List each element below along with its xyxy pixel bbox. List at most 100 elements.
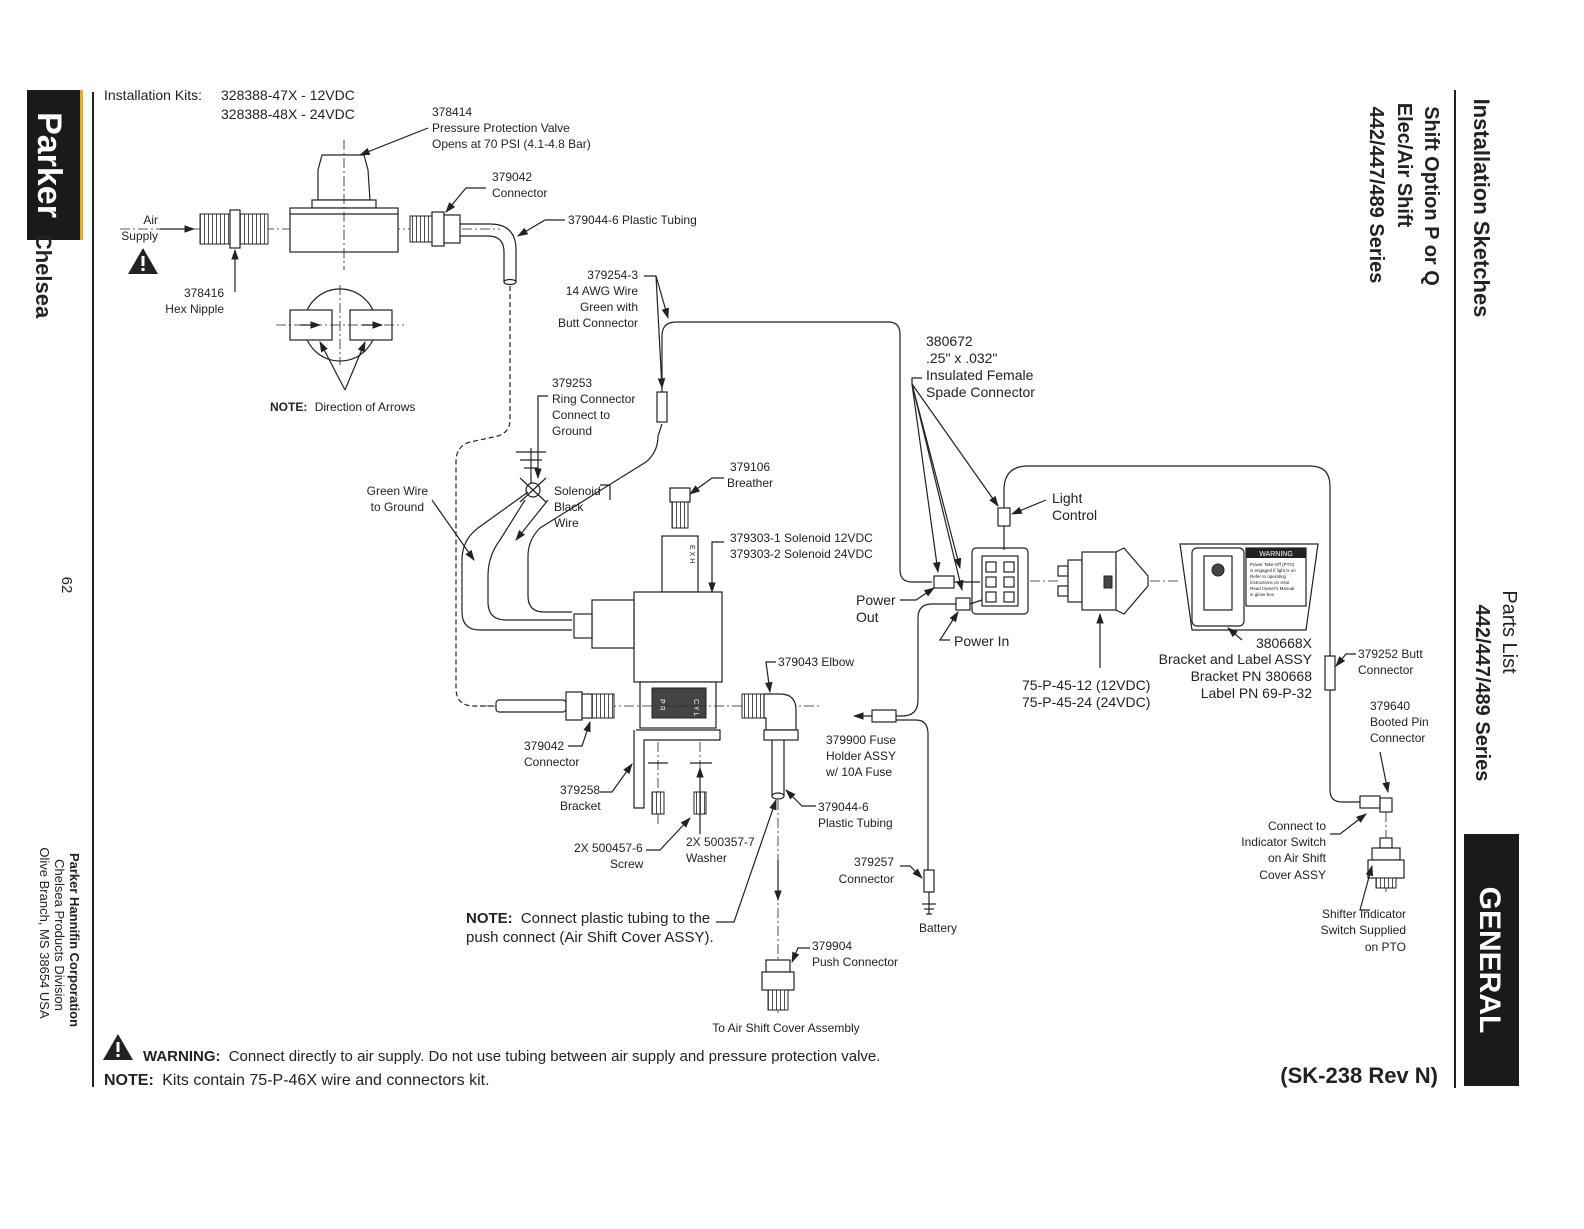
ppv-leader (358, 127, 429, 156)
indicator-connect-2: Indicator Switch (1241, 835, 1326, 849)
wire-14awg-color: Green with (580, 300, 638, 314)
booted-pin-part (1359, 795, 1393, 813)
arrows-note-text: Direction of Arrows (315, 400, 416, 414)
parts-list-label: Parts List (1498, 590, 1520, 674)
booted-pin-num: 379640 (1370, 699, 1410, 713)
screw-leader (646, 817, 691, 851)
connector-left-name: Connector (524, 755, 579, 769)
solenoid-valve-assembly: E X H P R C Y L (480, 487, 820, 826)
label-plate-line-1: Power Take-Off (PTO) (1250, 562, 1295, 567)
washer-num: 2X 500357-7 (686, 835, 755, 849)
tubing-lower-end (771, 792, 785, 800)
solenoid-24v: 379303-2 Solenoid 24VDC (730, 547, 873, 561)
valve-bracket (633, 729, 721, 809)
ppv-name: Pressure Protection Valve (432, 121, 570, 135)
hex-nipple-part (199, 209, 269, 249)
tubing-note-line-1: NOTE: Connect plastic tubing to the (466, 910, 710, 927)
footer-warning-icon (103, 1034, 133, 1060)
port-left-marks: P R (658, 699, 665, 711)
light-control-2: Control (1052, 507, 1097, 523)
footer-warning: WARNING: Connect directly to air supply.… (143, 1048, 880, 1065)
solenoid-connector (591, 599, 635, 649)
tubing-top-leader (517, 219, 565, 237)
ring-connector-group: 379253 Ring Connector Connect to Ground (516, 376, 635, 503)
breather-thread (671, 501, 689, 529)
solenoid-wire-3 (527, 423, 663, 613)
solenoid-black-2: Black (554, 500, 584, 514)
bracket-label-pn: Bracket PN 380668 (1191, 668, 1313, 684)
solenoid-leader (708, 541, 724, 594)
solenoid-coil (633, 591, 723, 683)
spade-terminal-in (955, 597, 971, 611)
bracket-num: 379258 (560, 783, 600, 797)
connector-left-part (495, 691, 615, 721)
company-division: Chelsea Products Division (52, 859, 67, 1011)
sheet-reference: (SK-238 Rev N) (1280, 1063, 1438, 1088)
connector-top-name: Connector (492, 186, 547, 200)
footer-warning-bold: WARNING: (143, 1048, 221, 1065)
company-name: Parker Hannifin Corporation (67, 853, 82, 1027)
connector-257-leader (900, 865, 923, 879)
switch-socket (971, 547, 1029, 615)
bracket-name: Bracket (560, 799, 601, 813)
power-in-wire (896, 603, 956, 717)
arrows-note-bold: NOTE: (270, 400, 307, 414)
shifter-switch-leader (1359, 864, 1374, 911)
spade-leader-4 (911, 383, 999, 507)
connector-top-part (409, 211, 461, 247)
kits-label: Installation Kits: (104, 87, 202, 103)
ring-ground: Ground (552, 424, 592, 438)
pressure-protection-valve (289, 140, 399, 270)
label-plate-line-3: Refer to operating (1250, 574, 1287, 579)
label-plate-line-4: instructions on visor (1250, 580, 1290, 585)
connector-257-num: 379257 (854, 855, 894, 869)
page-number: 62 (58, 577, 75, 594)
breather-num: 379106 (730, 460, 770, 474)
arrows-note: NOTE: Direction of Arrows (270, 400, 415, 414)
solenoid-12v: 379303-1 Solenoid 12VDC (730, 531, 873, 545)
connector-257-name: Connector (839, 872, 894, 886)
company-address: Parker Hannifin Corporation Chelsea Prod… (37, 847, 82, 1027)
wire-14awg-leader-2 (655, 275, 666, 390)
spade-leader-2 (911, 383, 964, 592)
connector-top-leader (445, 187, 486, 213)
push-connector-num: 379904 (812, 939, 852, 953)
power-in-label: Power In (954, 633, 1009, 649)
indicator-connect-1: Connect to (1268, 819, 1326, 833)
indicator-wire (1329, 690, 1360, 803)
push-connector-leader (791, 947, 810, 963)
green-wire-to-switch (661, 321, 932, 583)
title-line-1: Shift Option P or Q (1420, 106, 1442, 286)
indicator-light-icon (1211, 563, 1225, 577)
solenoid-wire-1 (461, 491, 572, 631)
title-line-2: Elec/Air Shift (1393, 103, 1415, 228)
bracket-label-leader (1227, 627, 1243, 641)
indicator-connect-3: on Air Shift (1268, 851, 1327, 865)
booted-pin-name: Booted Pin (1370, 715, 1429, 729)
fuse-to-battery-wire (896, 719, 929, 870)
label-plate-heading: WARNING (1259, 551, 1293, 558)
company-address-line: Olive Branch, MS 38654 USA (37, 847, 52, 1019)
wire-14awg-size: 14 AWG Wire (566, 284, 639, 298)
parker-logo-text: Parker (30, 112, 68, 218)
label-plate-line-5: Read Owner's Manual (1250, 586, 1294, 591)
warning-triangle-icon (128, 248, 158, 274)
port-right-marks: C Y L (692, 699, 699, 716)
spade-size: .25" x .032" (926, 350, 997, 366)
bracket-leader (600, 763, 633, 793)
kit-24vdc: 328388-48X - 24VDC (221, 106, 355, 122)
butt-connector-leader (1335, 653, 1356, 667)
section-title: Installation Sketches (1469, 99, 1494, 318)
ring-spoke-2 (519, 477, 547, 503)
tubing-lower-num: 379044-6 (818, 800, 869, 814)
connector-left-num: 379042 (524, 739, 564, 753)
ring-name: Ring Connector (552, 392, 635, 406)
elbow-part (741, 693, 799, 741)
booted-pin-conn: Connector (1370, 731, 1425, 745)
bracket-label-name: Bracket and Label ASSY (1159, 651, 1313, 667)
indicator-connect-leader (1330, 813, 1367, 835)
green-wire-label-2: to Ground (371, 500, 424, 514)
exhaust-body (661, 535, 699, 593)
wire-14awg-num: 379254-3 (587, 268, 638, 282)
